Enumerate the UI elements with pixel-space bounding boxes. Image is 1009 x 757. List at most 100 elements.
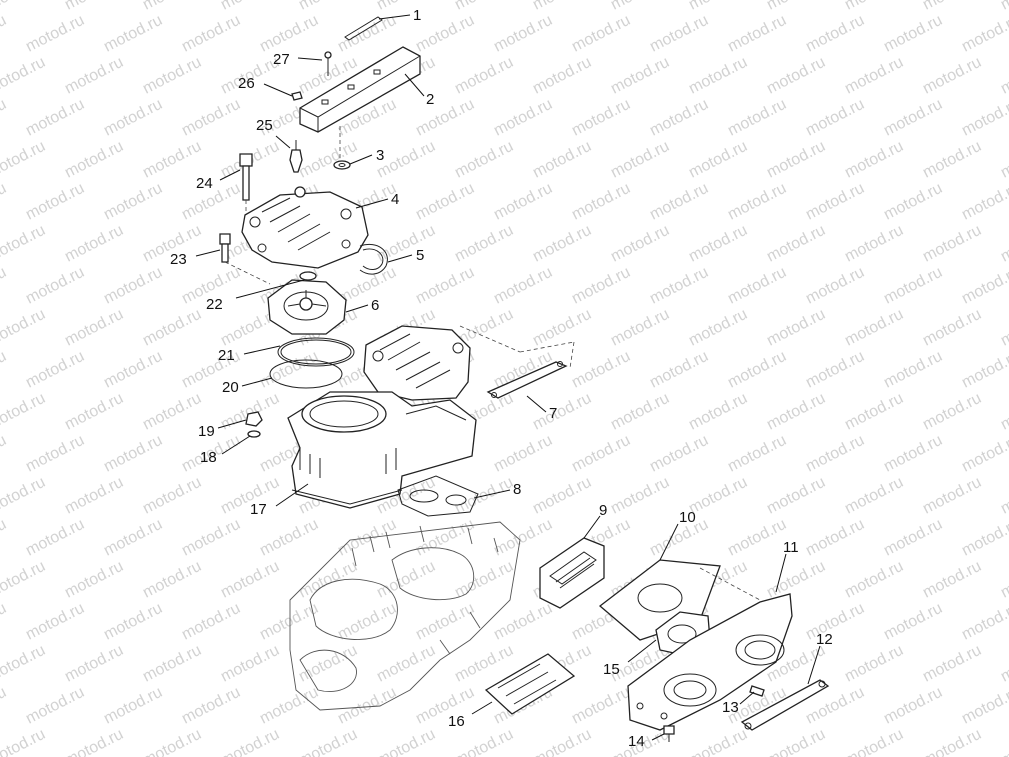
watermark-text: motod.ru xyxy=(140,726,204,757)
watermark-text: motod.ru xyxy=(0,642,48,686)
callout-16: 16 xyxy=(448,713,465,730)
watermark-text: motod.ru xyxy=(764,474,828,518)
watermark-text: motod.ru xyxy=(881,12,945,56)
watermark-text: motod.ru xyxy=(0,264,9,308)
callout-labels: 1 2 3 4 5 6 7 8 9 10 11 12 13 14 15 16 1… xyxy=(170,7,833,750)
watermark-text: motod.ru xyxy=(335,600,399,644)
callout-2: 2 xyxy=(426,91,434,108)
watermark-text: motod.ru xyxy=(959,96,1009,140)
watermark-text: motod.ru xyxy=(452,138,516,182)
watermark-text: motod.ru xyxy=(959,516,1009,560)
watermark-text: motod.ru xyxy=(959,600,1009,644)
part-16-reed-plate xyxy=(484,653,576,715)
callout-6: 6 xyxy=(371,297,379,314)
watermark-text: motod.ru xyxy=(920,726,984,757)
watermark-text: motod.ru xyxy=(101,180,165,224)
watermark-text: motod.ru xyxy=(413,264,477,308)
watermark-text: motod.ru xyxy=(803,96,867,140)
watermark-text: motod.ru xyxy=(920,390,984,434)
watermark-text: motod.ru xyxy=(647,264,711,308)
watermark-text: motod.ru xyxy=(374,558,438,602)
watermark-text: motod.ru xyxy=(842,726,906,757)
watermark-text: motod.ru xyxy=(413,180,477,224)
watermark-text: motod.ru xyxy=(686,54,750,98)
watermark-text: motod.ru xyxy=(101,96,165,140)
callout-17: 17 xyxy=(250,501,267,518)
watermark-text: motod.ru xyxy=(335,684,399,728)
callout-23: 23 xyxy=(170,251,187,268)
watermark-text: motod.ru xyxy=(803,264,867,308)
watermark-text: motod.ru xyxy=(998,642,1009,686)
watermark-text: motod.ru xyxy=(452,726,516,757)
watermark-text: motod.ru xyxy=(0,180,9,224)
watermark-text: motod.ru xyxy=(452,54,516,98)
callout-15: 15 xyxy=(603,661,620,678)
part-5-o-ring xyxy=(359,244,388,275)
watermark-text: motod.ru xyxy=(218,0,282,14)
watermark-text: motod.ru xyxy=(881,432,945,476)
watermark-text: motod.ru xyxy=(62,138,126,182)
watermark-text: motod.ru xyxy=(686,138,750,182)
watermark-text: motod.ru xyxy=(881,516,945,560)
watermark-text: motod.ru xyxy=(491,264,555,308)
callout-27: 27 xyxy=(273,51,290,68)
watermark-text: motod.ru xyxy=(140,474,204,518)
callout-10: 10 xyxy=(679,509,696,526)
watermark-text: motod.ru xyxy=(452,0,516,14)
watermark-text: motod.ru xyxy=(530,138,594,182)
callout-21: 21 xyxy=(218,347,235,364)
watermark-text: motod.ru xyxy=(725,180,789,224)
part-25-fitting xyxy=(289,140,303,173)
part-24-bolt xyxy=(239,153,253,214)
watermark-text: motod.ru xyxy=(101,684,165,728)
watermark-text: motod.ru xyxy=(296,138,360,182)
watermark-text: motod.ru xyxy=(23,432,87,476)
watermark-text: motod.ru xyxy=(608,306,672,350)
watermark-text: motod.ru xyxy=(803,600,867,644)
watermark-text: motod.ru xyxy=(62,390,126,434)
watermark-text: motod.ru xyxy=(959,684,1009,728)
watermark-text: motod.ru xyxy=(608,138,672,182)
watermark-text: motod.ru xyxy=(179,600,243,644)
callout-3: 3 xyxy=(376,147,384,164)
part-8-gasket xyxy=(397,475,479,517)
watermark-text: motod.ru xyxy=(296,558,360,602)
callout-9: 9 xyxy=(599,502,607,519)
watermark-text: motod.ru xyxy=(62,642,126,686)
watermark-text: motod.ru xyxy=(179,12,243,56)
part-7-strap xyxy=(459,325,575,399)
watermark-text: motod.ru xyxy=(920,54,984,98)
part-9-reed-cage xyxy=(539,537,605,609)
watermark-text: motod.ru xyxy=(842,306,906,350)
watermark-text: motod.ru xyxy=(491,12,555,56)
watermark-text: motod.ru xyxy=(218,642,282,686)
watermark-text: motod.ru xyxy=(959,12,1009,56)
watermark-text: motod.ru xyxy=(0,222,48,266)
watermark-text: motod.ru xyxy=(0,348,9,392)
watermark-text: motod.ru xyxy=(62,306,126,350)
part-2-rail xyxy=(299,46,421,133)
watermark-text: motod.ru xyxy=(257,348,321,392)
part-17-cylinder xyxy=(287,391,477,509)
watermark-text: motod.ru xyxy=(491,180,555,224)
callout-14: 14 xyxy=(628,733,645,750)
watermark-text: motod.ru xyxy=(413,96,477,140)
watermark-text: motod.ru xyxy=(569,12,633,56)
watermark-text: motod.ru xyxy=(23,12,87,56)
part-3-washer xyxy=(333,126,351,170)
watermark-text: motod.ru xyxy=(218,558,282,602)
watermark-text: motod.ru xyxy=(608,54,672,98)
watermark-text: motod.ru xyxy=(62,222,126,266)
watermark-text: motod.ru xyxy=(140,558,204,602)
watermark-text: motod.ru xyxy=(0,0,48,14)
watermark-text: motod.ru xyxy=(764,390,828,434)
watermark-text: motod.ru xyxy=(647,348,711,392)
watermark-text: motod.ru xyxy=(764,138,828,182)
watermark-text: motod.ru xyxy=(764,558,828,602)
watermark-text: motod.ru xyxy=(23,684,87,728)
watermark-text: motod.ru xyxy=(23,180,87,224)
watermark-text: motod.ru xyxy=(140,642,204,686)
watermark-text: motod.ru xyxy=(23,516,87,560)
watermark-text: motod.ru xyxy=(62,474,126,518)
